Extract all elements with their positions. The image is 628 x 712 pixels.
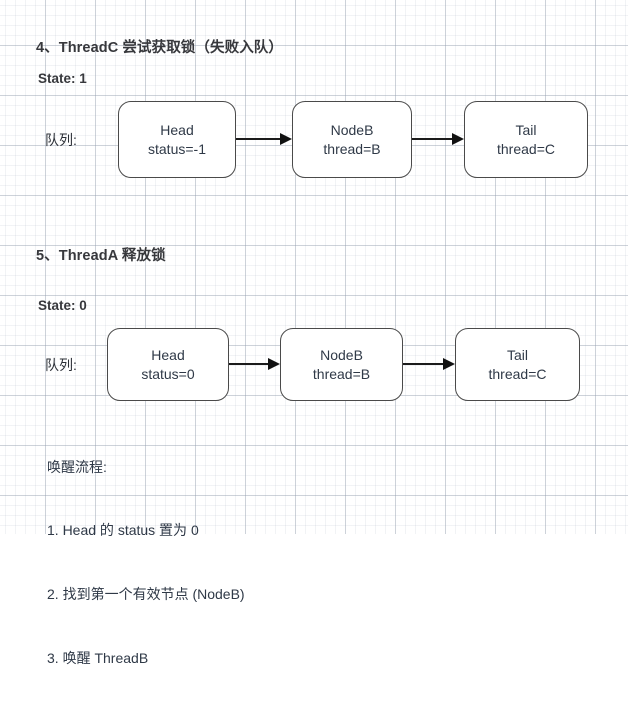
arrow-head-icon — [280, 132, 292, 145]
node-head-section-4[interactable]: Head status=-1 — [118, 101, 236, 178]
arrow-head-icon — [452, 132, 464, 145]
wakeup-flow-note: 唤醒流程: 1. Head 的 status 置为 0 2. 找到第一个有效节点… — [47, 414, 245, 712]
arrow-head-to-nodeb-section-5 — [229, 357, 280, 371]
section-4-state-label: State: 1 — [38, 71, 87, 86]
node-detail: status=0 — [141, 365, 195, 382]
node-nodeb-section-4[interactable]: NodeB thread=B — [292, 101, 412, 178]
arrow-nodeb-to-tail-section-5 — [403, 357, 455, 371]
node-detail: status=-1 — [148, 140, 206, 157]
arrow-head-icon — [268, 357, 280, 370]
arrow-head-icon — [443, 357, 455, 370]
diagram-canvas: 4、ThreadC 尝试获取锁（失败入队） State: 1 队列: Head … — [0, 0, 628, 666]
arrow-shaft — [412, 138, 453, 140]
node-title: Tail — [515, 122, 537, 139]
node-head-section-5[interactable]: Head status=0 — [107, 328, 229, 401]
wakeup-flow-step-2: 2. 找到第一个有效节点 (NodeB) — [47, 586, 245, 603]
node-title: Head — [160, 122, 194, 139]
wakeup-flow-step-3: 3. 唤醒 ThreadB — [47, 649, 149, 666]
node-tail-section-4[interactable]: Tail thread=C — [464, 101, 588, 178]
section-4-title: 4、ThreadC 尝试获取锁（失败入队） — [36, 40, 284, 56]
arrow-head-to-nodeb-section-4 — [236, 132, 292, 146]
wakeup-flow-heading: 唤醒流程: — [47, 458, 107, 475]
node-title: Head — [151, 347, 185, 364]
section-5-queue-label: 队列: — [45, 357, 77, 373]
section-4-queue-label: 队列: — [45, 132, 77, 148]
arrow-shaft — [236, 138, 281, 140]
wakeup-flow-step-1: 1. Head 的 status 置为 0 — [47, 522, 199, 539]
node-tail-section-5[interactable]: Tail thread=C — [455, 328, 580, 401]
node-nodeb-section-5[interactable]: NodeB thread=B — [280, 328, 403, 401]
node-title: Tail — [506, 347, 528, 364]
node-detail: thread=B — [323, 140, 381, 157]
node-detail: thread=C — [497, 140, 555, 157]
arrow-shaft — [403, 363, 444, 365]
node-title: NodeB — [330, 122, 374, 139]
node-title: NodeB — [320, 347, 363, 364]
node-detail: thread=C — [488, 365, 547, 382]
section-5-state-label: State: 0 — [38, 298, 87, 313]
section-5-title: 5、ThreadA 释放锁 — [36, 248, 166, 264]
arrow-nodeb-to-tail-section-4 — [412, 132, 464, 146]
arrow-shaft — [229, 363, 269, 365]
node-detail: thread=B — [312, 365, 371, 382]
